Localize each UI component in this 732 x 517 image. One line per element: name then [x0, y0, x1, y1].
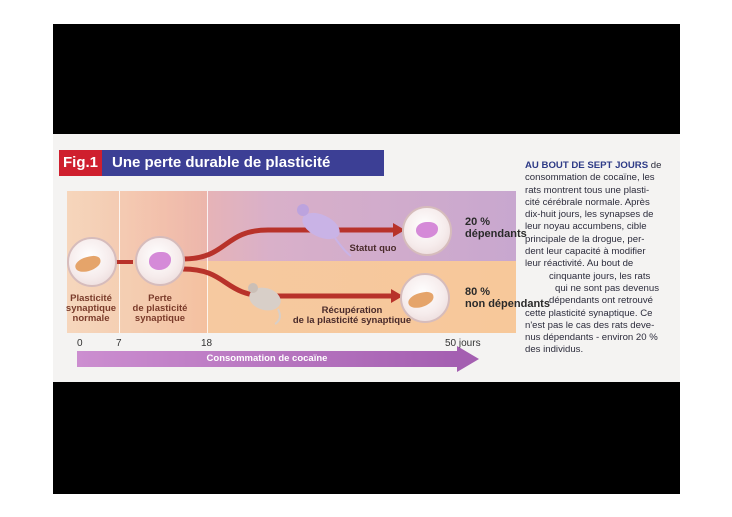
upper-arrow-head — [393, 223, 405, 237]
tick-day-0: 0 — [77, 338, 83, 349]
dependent-outcome: 20 % dépendants — [465, 216, 527, 240]
lost-plasticity-circle — [135, 236, 185, 286]
upper-path-arrow — [182, 227, 393, 262]
tick-day-50: 50 jours — [445, 338, 481, 349]
tick-day-18: 18 — [201, 338, 213, 349]
sidebar-lead: AU BOUT DE SEPT JOURS — [525, 160, 649, 171]
figure-panel: Fig.1 Une perte durable de plasticité — [53, 134, 680, 382]
non-dependent-rat-icon — [248, 283, 281, 325]
consumption-bar — [77, 351, 457, 367]
status-quo-label: Statut quo — [349, 243, 397, 254]
figure-title: Une perte durable de plasticité — [102, 150, 384, 176]
normal-synapse-circle — [67, 237, 117, 287]
recovery-label: Récupération de la plasticité synaptique — [292, 305, 412, 326]
consumption-label: Consommation de cocaïne — [206, 353, 328, 364]
lower-path-arrow — [182, 266, 391, 299]
arrows-layer — [113, 204, 405, 325]
consumption-arrow-head — [457, 346, 479, 372]
tick-day-7: 7 — [116, 338, 122, 349]
non-dependent-outcome: 80 % non dépendants — [465, 286, 550, 310]
day-18-line — [207, 191, 208, 333]
status-quo-circle — [402, 206, 452, 256]
normal-plasticity-label: Plasticité synaptique normale — [65, 293, 117, 324]
plasticity-loss-label: Perte de plasticité synaptique — [132, 293, 188, 324]
sidebar-paragraph: AU BOUT DE SEPT JOURS de consommation de… — [525, 160, 662, 356]
lower-arrow-head — [391, 289, 403, 303]
figure-number: Fig.1 — [59, 150, 102, 176]
dependent-rat-icon — [297, 204, 352, 257]
recovery-circle — [400, 273, 450, 323]
